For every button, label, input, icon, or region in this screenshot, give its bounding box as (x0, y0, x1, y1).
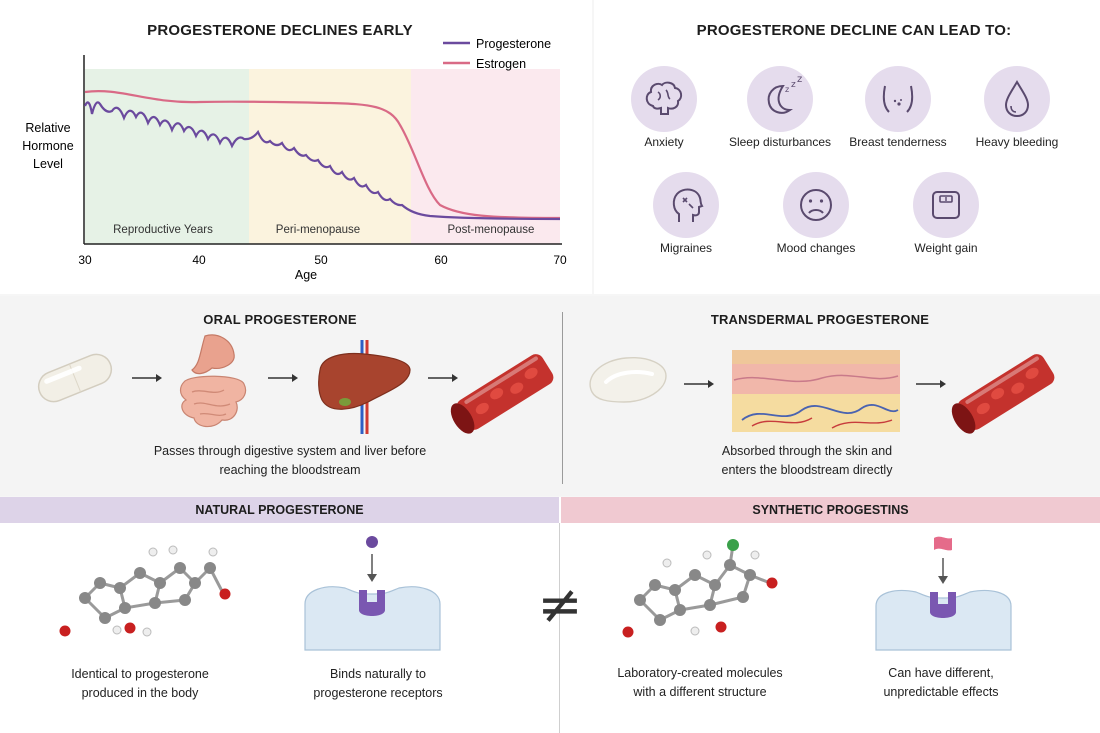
x-tick-60: 60 (434, 253, 448, 267)
migraine-icon-circle (653, 172, 719, 238)
natural-caption-1-line1: Identical to progesterone (71, 667, 209, 681)
breast-icon-circle (865, 66, 931, 132)
phase-label-perimenopause: Peri-menopause (276, 224, 360, 236)
phase-postmenopause-bg (411, 69, 560, 244)
synthetic-caption-1-line2: with a different structure (633, 685, 767, 699)
synthetic-caption-2: Can have different, unpredictable effect… (831, 664, 1051, 702)
synthetic-receptor-icon (875, 536, 1012, 651)
x-tick-50: 50 (314, 253, 328, 267)
legend-estrogen-label: Estrogen (476, 57, 526, 71)
natural-caption-1: Identical to progesterone produced in th… (30, 665, 250, 703)
x-tick-70: 70 (553, 253, 567, 267)
natural-caption-2: Binds naturally to progesterone receptor… (268, 665, 488, 703)
bleeding-icon-circle (984, 66, 1050, 132)
oral-caption: Passes through digestive system and live… (90, 442, 490, 480)
oral-caption-line1: Passes through digestive system and live… (153, 444, 427, 458)
effects-panel (594, 0, 1100, 294)
svg-text:z: z (797, 74, 802, 85)
x-axis-label: Age (295, 268, 317, 282)
weight-icon-circle (913, 172, 979, 238)
mood-icon-circle (783, 172, 849, 238)
mood-label: Mood changes (776, 241, 856, 255)
synthetic-caption-1-line1: Laboratory-created molecules (617, 666, 783, 680)
not-equal-icon: ≠ (537, 573, 583, 636)
oral-route-illustration (37, 334, 554, 434)
natural-receptor-icon (304, 536, 441, 651)
oral-title: ORAL PROGESTERONE (203, 312, 357, 327)
y-axis-label-line3: Level (33, 157, 63, 171)
breast-label: Breast tenderness (849, 135, 947, 149)
breast-icon (882, 85, 914, 113)
phase-label-reproductive: Reproductive Years (113, 224, 213, 236)
anxiety-icon-circle (631, 66, 697, 132)
effects-title: PROGESTERONE DECLINE CAN LEAD TO: (696, 22, 1012, 39)
arrow-icon (268, 374, 298, 382)
phase-reproductive-bg (85, 69, 249, 244)
synthetic-caption-2-line2: unpredictable effects (883, 685, 999, 699)
synthetic-band: SYNTHETIC PROGESTINS (561, 497, 1100, 523)
sleep-label: Sleep disturbances (728, 135, 832, 149)
synthetic-hormone-shape (934, 536, 952, 551)
legend-progesterone-label: Progesterone (476, 37, 551, 51)
transdermal-caption-line2: enters the bloodstream directly (721, 463, 893, 477)
delivery-divider (562, 312, 563, 484)
synthetic-molecule-icon (622, 539, 778, 638)
chart-title: PROGESTERONE DECLINES EARLY (147, 22, 413, 39)
svg-text:z: z (791, 80, 796, 90)
natural-molecule-icon (59, 545, 231, 637)
arrow-icon (132, 374, 162, 382)
series-estrogen-line (84, 90, 561, 220)
anxiety-label: Anxiety (644, 135, 684, 149)
scale-icon (932, 191, 960, 219)
bleeding-label: Heavy bleeding (975, 135, 1059, 149)
natural-caption-1-line2: produced in the body (81, 686, 199, 700)
skin-layers-icon (732, 350, 900, 432)
weight-label: Weight gain (914, 241, 978, 255)
transdermal-title: TRANSDERMAL PROGESTERONE (710, 312, 930, 327)
natural-caption-2-line2: progesterone receptors (313, 686, 443, 700)
head-pain-icon (672, 188, 704, 222)
phase-label-postmenopause: Post-menopause (448, 224, 535, 236)
synthetic-caption-2-line1: Can have different, (888, 666, 994, 680)
cream-icon (589, 357, 667, 403)
blood-vessel-icon (450, 354, 554, 434)
digestive-system-icon (179, 334, 247, 428)
transdermal-caption: Absorbed through the skin and enters the… (622, 442, 992, 480)
capsule-icon (37, 353, 113, 403)
series-progesterone-line (83, 101, 561, 221)
oral-caption-line2: reaching the bloodstream (219, 463, 361, 477)
natural-band: NATURAL PROGESTERONE (0, 497, 559, 523)
brain-icon (645, 81, 683, 115)
x-tick-30: 30 (78, 253, 92, 267)
blood-vessel-icon (951, 354, 1055, 434)
phase-perimenopause-bg (249, 69, 411, 244)
natural-hormone-ball (366, 536, 378, 548)
hormone-chart: Reproductive Years Peri-menopause Post-m… (22, 37, 567, 282)
synthetic-caption-1: Laboratory-created molecules with a diff… (590, 664, 810, 702)
liver-icon (318, 340, 411, 434)
migraine-label: Migraines (659, 241, 713, 255)
natural-caption-2-line1: Binds naturally to (330, 667, 426, 681)
transdermal-route-illustration (589, 350, 1055, 434)
arrow-icon (684, 380, 714, 388)
arrow-icon (428, 374, 458, 382)
y-axis-label-line2: Hormone (22, 139, 73, 153)
arrow-icon (916, 380, 946, 388)
y-axis-label-line1: Relative (25, 121, 70, 135)
drop-icon (1004, 80, 1030, 118)
x-tick-40: 40 (192, 253, 206, 267)
comparison-divider (559, 523, 560, 733)
transdermal-caption-line1: Absorbed through the skin and (721, 444, 893, 458)
sad-face-icon (800, 189, 832, 221)
svg-text:z: z (785, 85, 789, 94)
